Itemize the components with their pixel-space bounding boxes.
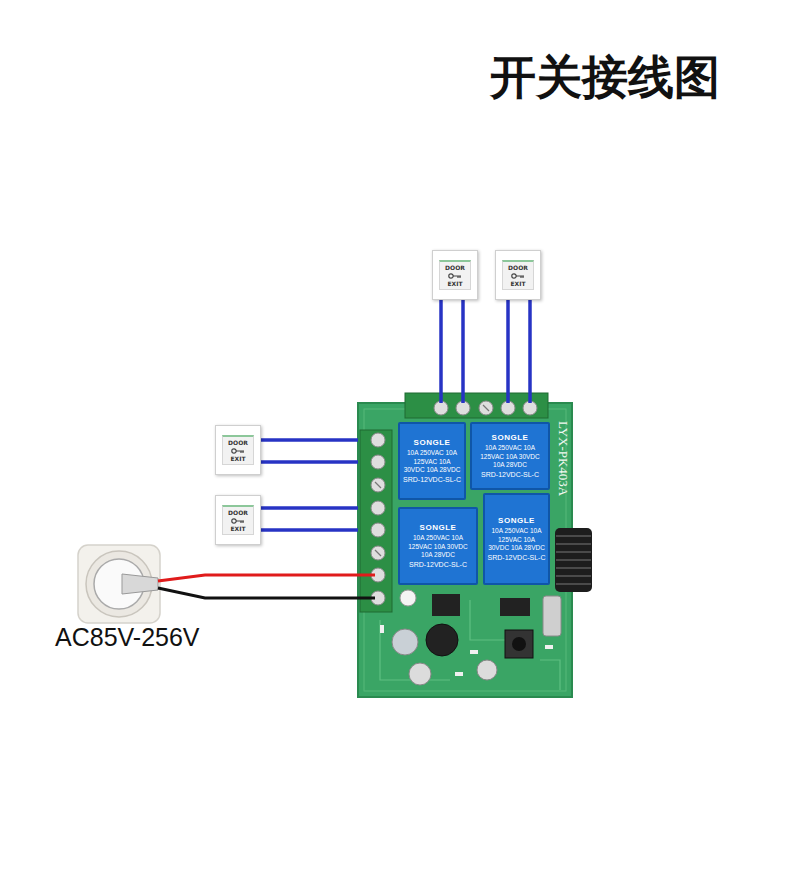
relay-brand: SONGLE	[492, 433, 529, 443]
key-icon	[511, 273, 525, 279]
relay-model: SRD-12VDC-SL-C	[481, 471, 539, 479]
antenna-coil	[555, 528, 592, 592]
relay-rating: 10A 250VAC 10A 125VAC 10A 30VDC 10A 28VD…	[403, 534, 473, 558]
pcb-edge	[364, 409, 566, 691]
plug-body	[122, 574, 158, 594]
component	[400, 590, 416, 606]
switch-text: DOOR	[228, 509, 248, 516]
relay-brand: SONGLE	[420, 523, 457, 533]
capacitor	[477, 660, 497, 680]
switch-wire	[261, 460, 358, 464]
switch-text: EXIT	[230, 455, 245, 462]
terminal-screws	[434, 401, 537, 415]
pcb	[358, 403, 572, 697]
smd-parts	[380, 625, 553, 676]
relay-rating: 10A 250VAC 10A 125VAC 10A 30VDC 10A 28VD…	[475, 444, 545, 468]
relay: SONGLE10A 250VAC 10A 125VAC 10A 30VDC 10…	[483, 493, 550, 585]
relay-rating: 10A 250VAC 10A 125VAC 10A 30VDC 10A 28VD…	[403, 449, 461, 473]
relay: SONGLE10A 250VAC 10A 125VAC 10A 30VDC 10…	[398, 422, 466, 500]
inductor	[426, 624, 458, 656]
antenna-turns	[556, 536, 591, 584]
switch-wire	[506, 300, 510, 403]
switch-wire	[528, 300, 532, 403]
switch-wire	[261, 506, 358, 510]
relay: SONGLE10A 250VAC 10A 125VAC 10A 30VDC 10…	[470, 422, 550, 490]
switch-text: EXIT	[447, 280, 462, 287]
switch-wire	[461, 300, 465, 403]
switch-panel: DOOR EXIT	[222, 505, 254, 534]
relay-model: SRD-12VDC-SL-C	[403, 476, 461, 484]
switch-text: DOOR	[445, 264, 465, 271]
learn-button	[505, 630, 533, 658]
relay-rating: 10A 250VAC 10A 125VAC 10A 30VDC 10A 28VD…	[488, 527, 545, 551]
exit-switch: DOOR EXIT	[495, 250, 541, 300]
board-model: LYX-PK403A	[557, 421, 570, 496]
switch-wire	[261, 528, 358, 532]
switch-panel: DOOR EXIT	[502, 260, 534, 289]
switch-wire	[261, 438, 358, 442]
wall-socket	[78, 545, 160, 623]
capacitor	[409, 663, 431, 685]
switch-wire	[439, 300, 443, 403]
relay-model: SRD-12VDC-SL-C	[488, 554, 546, 562]
button-cap	[512, 637, 526, 651]
terminal-screws	[371, 433, 385, 605]
pcb-trace	[380, 600, 560, 690]
switch-text: DOOR	[228, 439, 248, 446]
exit-switch: DOOR EXIT	[215, 495, 261, 545]
switch-text: EXIT	[510, 280, 525, 287]
key-icon	[448, 273, 462, 279]
voltage-label: AC85V-256V	[55, 624, 200, 652]
live-wire	[158, 575, 375, 581]
exit-switch: DOOR EXIT	[432, 250, 478, 300]
neutral-wire	[158, 588, 375, 598]
key-icon	[231, 448, 245, 454]
terminal-block	[405, 393, 548, 418]
relay: SONGLE10A 250VAC 10A 125VAC 10A 30VDC 10…	[398, 507, 478, 585]
switch-panel: DOOR EXIT	[222, 435, 254, 464]
chip	[432, 594, 460, 616]
relay-board: LYX-PK403ASONGLE10A 250VAC 10A 125VAC 10…	[358, 403, 572, 697]
switch-text: EXIT	[230, 525, 245, 532]
switch-panel: DOOR EXIT	[439, 260, 471, 289]
exit-switch: DOOR EXIT	[215, 425, 261, 475]
diagram-title: 开关接线图	[490, 52, 720, 103]
chip	[500, 598, 530, 616]
relay-model: SRD-12VDC-SL-C	[409, 561, 467, 569]
capacitor	[392, 629, 418, 655]
switch-text: DOOR	[508, 264, 528, 271]
key-icon	[231, 518, 245, 524]
relay-brand: SONGLE	[414, 438, 451, 448]
relay-brand: SONGLE	[498, 516, 535, 526]
crystal	[543, 596, 561, 636]
terminal-block	[360, 430, 392, 612]
